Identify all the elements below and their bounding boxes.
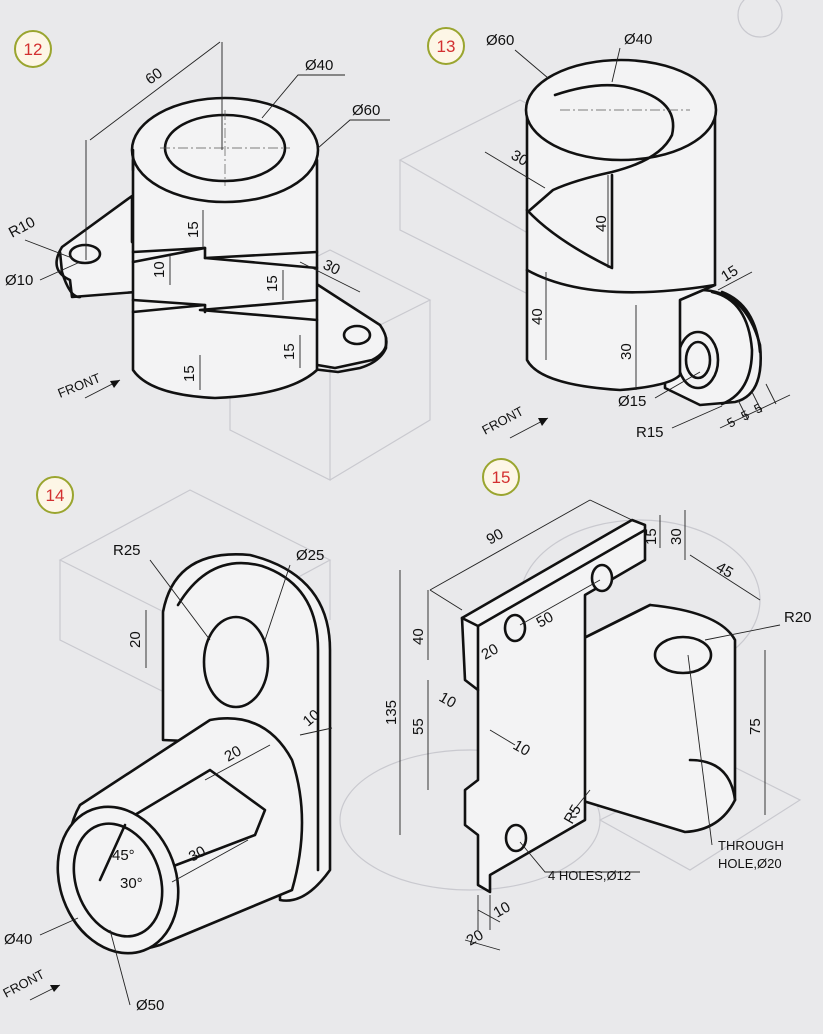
svg-text:15: 15 — [281, 343, 298, 360]
figure-14-dimensions: R25 Ø25 20 20 10 45° 30° 30 Ø40 Ø50 — [4, 542, 333, 1014]
svg-text:10: 10 — [491, 898, 514, 921]
svg-text:Ø25: Ø25 — [296, 547, 324, 564]
svg-text:15: 15 — [181, 365, 198, 382]
svg-text:FRONT: FRONT — [0, 966, 47, 1000]
svg-text:20: 20 — [127, 631, 144, 648]
svg-text:30: 30 — [186, 843, 209, 866]
svg-text:Ø60: Ø60 — [352, 102, 380, 119]
svg-text:10: 10 — [151, 261, 168, 278]
svg-text:Ø50: Ø50 — [136, 997, 164, 1014]
svg-text:20: 20 — [479, 640, 502, 663]
figure-14: 14 R25 Ø25 20 20 10 45° 30 — [0, 476, 333, 1014]
svg-text:15: 15 — [264, 275, 281, 292]
figure-13-front-arrow: FRONT — [479, 403, 549, 439]
svg-text:30: 30 — [508, 147, 531, 170]
figure-14-part — [56, 553, 332, 955]
svg-text:Ø60: Ø60 — [486, 32, 514, 49]
svg-text:R20: R20 — [784, 609, 812, 626]
svg-text:90: 90 — [484, 525, 507, 548]
svg-text:30°: 30° — [120, 875, 143, 892]
svg-text:FRONT: FRONT — [56, 370, 103, 401]
svg-text:13: 13 — [437, 37, 456, 56]
svg-text:10: 10 — [510, 737, 533, 760]
svg-text:135: 135 — [383, 700, 400, 725]
svg-text:Ø40: Ø40 — [305, 57, 333, 74]
svg-text:FRONT: FRONT — [479, 403, 526, 437]
svg-text:Ø40: Ø40 — [4, 931, 32, 948]
svg-text:4 HOLES,Ø12: 4 HOLES,Ø12 — [548, 868, 631, 883]
figure-13-part — [524, 58, 762, 407]
figure-13-dimensions: Ø60 Ø40 30 40 40 15 30 Ø15 R15 5 5 5 — [484, 31, 791, 441]
svg-text:14: 14 — [46, 486, 65, 505]
svg-text:15: 15 — [718, 262, 741, 285]
svg-text:30: 30 — [668, 528, 685, 545]
svg-text:15: 15 — [185, 221, 202, 238]
figure-15: 15 90 15 30 45 40 50 20 — [383, 458, 812, 951]
figure-12-front-arrow: FRONT — [56, 370, 121, 401]
svg-text:12: 12 — [24, 40, 43, 59]
background-bleed-through — [58, 0, 802, 891]
figure-12-part — [55, 96, 388, 400]
svg-text:Ø40: Ø40 — [624, 31, 652, 48]
svg-text:50: 50 — [534, 608, 557, 631]
figure-13: 13 Ø60 Ø40 30 40 40 — [427, 27, 791, 441]
figure-13-badge: 13 — [427, 27, 465, 65]
svg-text:55: 55 — [410, 718, 427, 735]
svg-text:40: 40 — [529, 308, 546, 325]
figure-12-dimensions: 60 Ø40 Ø60 R10 Ø10 15 10 15 30 15 15 — [5, 41, 390, 390]
figure-15-part — [460, 518, 737, 894]
svg-text:R25: R25 — [113, 542, 141, 559]
svg-text:45°: 45° — [112, 847, 135, 864]
svg-text:30: 30 — [618, 343, 635, 360]
svg-text:40: 40 — [593, 215, 610, 232]
svg-text:5: 5 — [738, 407, 751, 424]
figure-15-badge: 15 — [482, 458, 520, 496]
figure-14-badge: 14 — [36, 476, 74, 514]
svg-text:60: 60 — [142, 65, 165, 89]
figure-14-front-arrow: FRONT — [0, 966, 61, 1001]
svg-text:R15: R15 — [636, 424, 664, 441]
svg-text:15: 15 — [643, 528, 660, 545]
svg-text:R10: R10 — [6, 214, 38, 242]
svg-text:75: 75 — [747, 718, 764, 735]
svg-text:Ø10: Ø10 — [5, 272, 33, 289]
svg-text:Ø15: Ø15 — [618, 393, 646, 410]
svg-text:THROUGH: THROUGH — [718, 838, 784, 853]
figure-12: 12 60 Ø40 Ø60 — [5, 30, 390, 401]
svg-text:30: 30 — [320, 256, 342, 279]
svg-text:40: 40 — [410, 628, 427, 645]
figure-12-badge: 12 — [14, 30, 52, 68]
svg-text:10: 10 — [436, 689, 459, 712]
svg-text:20: 20 — [464, 926, 487, 949]
svg-text:20: 20 — [222, 742, 245, 765]
figure-15-dimensions: 90 15 30 45 40 50 20 R20 135 10 55 10 75… — [383, 499, 812, 951]
svg-text:5: 5 — [724, 414, 737, 431]
svg-text:15: 15 — [492, 468, 511, 487]
svg-text:HOLE,Ø20: HOLE,Ø20 — [718, 856, 782, 871]
svg-text:45: 45 — [713, 559, 736, 582]
